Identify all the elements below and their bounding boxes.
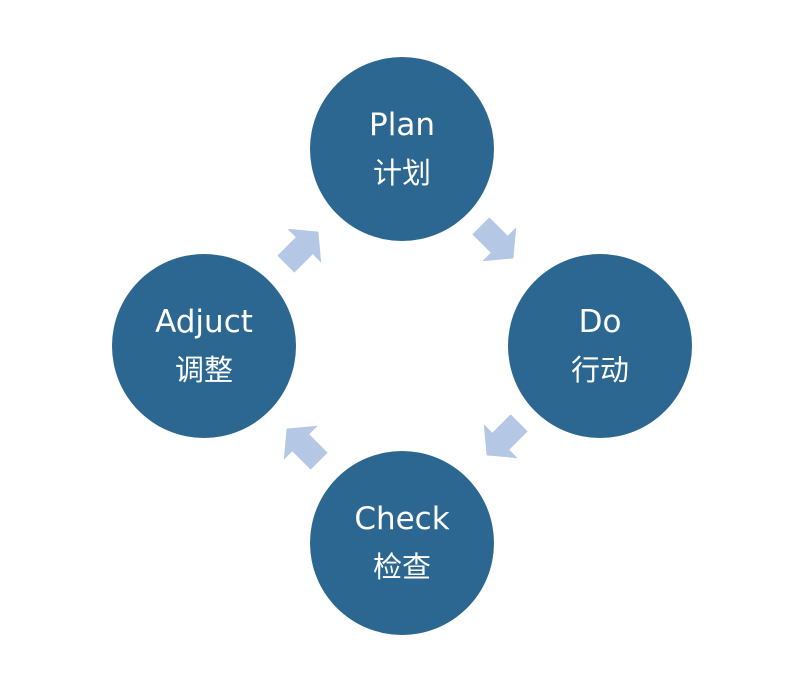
arrow-adjust-to-plan: [277, 228, 322, 273]
node-plan-label-en: Plan: [369, 107, 435, 143]
node-check: Check 检查: [310, 451, 494, 635]
node-adjust: Adjuct 调整: [112, 254, 296, 438]
arrow-check-to-adjust: [283, 425, 328, 470]
arrow-plan-to-do: [472, 217, 517, 262]
node-do-label-en: Do: [578, 304, 622, 340]
node-plan: Plan 计划: [310, 57, 494, 241]
node-do-label-zh: 行动: [570, 353, 629, 387]
node-check-label-en: Check: [354, 501, 450, 537]
node-adjust-label-zh: 调整: [174, 353, 233, 387]
node-adjust-label-en: Adjuct: [155, 304, 253, 340]
arrow-do-to-check: [483, 414, 528, 459]
node-check-label-zh: 检查: [372, 550, 431, 584]
node-plan-label-zh: 计划: [372, 156, 431, 190]
node-do: Do 行动: [508, 254, 692, 438]
